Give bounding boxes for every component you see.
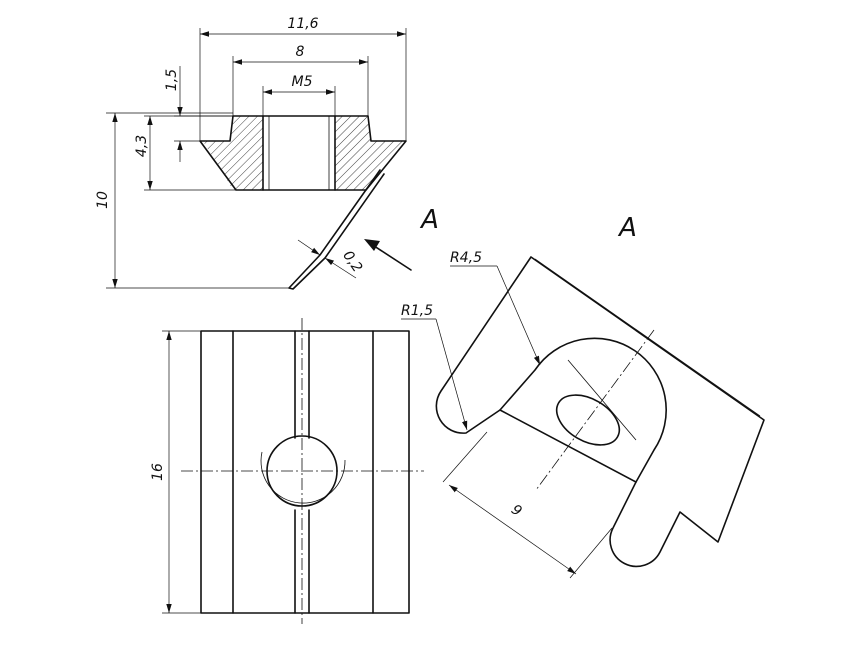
dim-label-total-height: 10 (95, 191, 111, 209)
front-view: 16 (150, 318, 424, 624)
dim-label-length: 16 (150, 463, 166, 481)
front-view-outline (200, 330, 410, 614)
dim-label-spring-thickness: 0,2 (339, 248, 365, 275)
spring-tab (499, 337, 667, 483)
dim-label-spring-width: 9 (508, 502, 525, 520)
thread-outer-arc (260, 451, 346, 504)
spring-leaf (288, 169, 385, 290)
view-a-title: A (617, 213, 637, 243)
dim-label-thread: M5 (292, 74, 313, 90)
section-hatch-right (335, 116, 404, 190)
section-view: 11,6 8 M5 1,5 4,3 10 0,2 A (95, 16, 439, 290)
section-outline (199, 115, 407, 191)
dim-label-radius-large: R4,5 (450, 250, 482, 266)
dim-label-flange-height: 1,5 (164, 69, 180, 91)
section-hatch-left (203, 116, 263, 190)
dim-label-overall-width: 11,6 (287, 16, 318, 32)
center-slot-top (294, 330, 310, 439)
dim-label-radius-small: R1,5 (401, 303, 433, 319)
center-slot-bottom (294, 509, 310, 614)
view-arrow-label: A (419, 205, 439, 235)
view-a-hole (555, 394, 621, 446)
dim-label-cone-top-width: 8 (296, 44, 305, 60)
spring-plate-outline (435, 256, 765, 568)
dim-label-body-height: 4,3 (134, 135, 150, 157)
view-a: A R4,5 R1,5 9 (401, 213, 765, 579)
